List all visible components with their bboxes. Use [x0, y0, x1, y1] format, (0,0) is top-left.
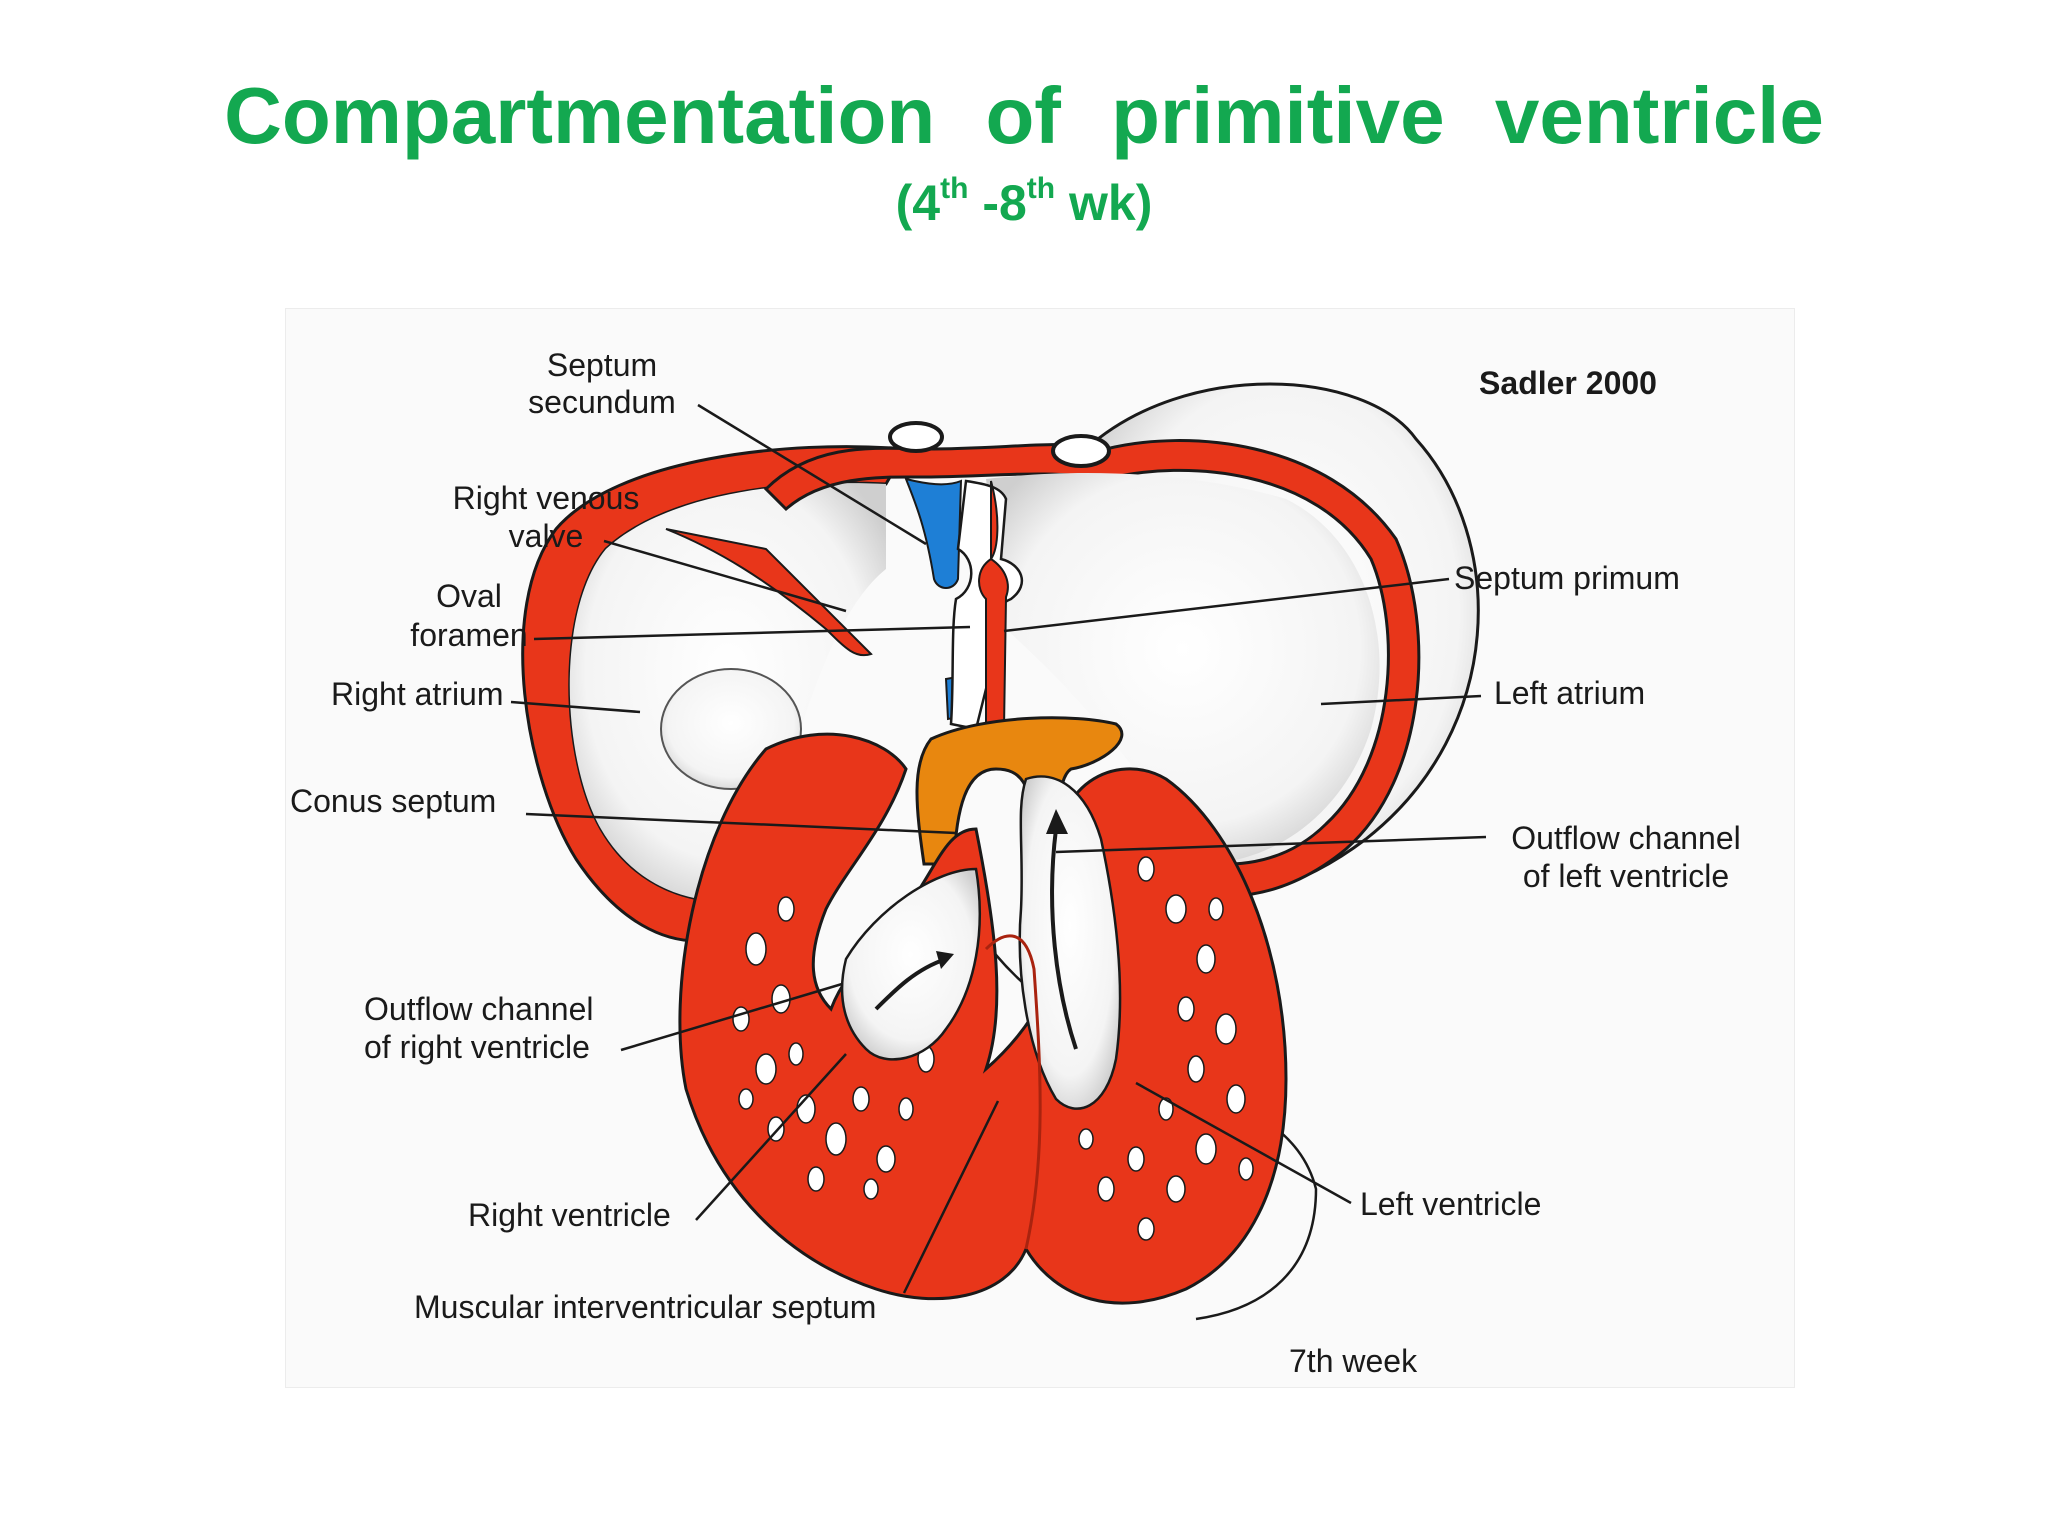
label-conus-septum: Conus septum: [290, 783, 496, 819]
leader-septum-primum: [1003, 577, 1450, 633]
label-right-ventricle: Right ventricle: [468, 1197, 671, 1233]
vessel-opening-1: [888, 421, 944, 453]
muscular-interventricular-septum: [984, 934, 1042, 1250]
label-right-venous-valve-line1: Right venous: [453, 480, 640, 516]
leader-conus-septum: [525, 812, 957, 835]
left-ventricle-trabeculae: [1078, 856, 1254, 1241]
slide-title: Compartmentation of primitive ventricle: [224, 71, 1824, 160]
leader-outflow-right: [620, 982, 843, 1052]
label-outflow-left-line1: Outflow channel: [1511, 820, 1740, 856]
left-outflow-arrowhead: [1046, 809, 1068, 834]
leader-outflow-left: [1055, 835, 1487, 854]
stage-label: 7th week: [1289, 1343, 1418, 1379]
vessel-opening-2: [1051, 434, 1111, 468]
leader-septum-secundum: [697, 403, 927, 546]
label-muscular-septum: Muscular interventricular septum: [414, 1289, 876, 1325]
label-septum-primum: Septum primum: [1454, 560, 1680, 596]
right-outflow-arrow: [874, 957, 947, 1011]
label-left-atrium: Left atrium: [1494, 675, 1645, 711]
heart-diagram-figure: Sadler 2000 Septum secundum Right venous…: [285, 308, 1795, 1388]
subtitle-close: wk): [1055, 175, 1153, 231]
heart-diagram: Sadler 2000 Septum secundum Right venous…: [290, 347, 1741, 1379]
label-outflow-right-line1: Outflow channel: [364, 991, 593, 1027]
label-septum-secundum-line1: Septum: [547, 347, 657, 383]
label-outflow-left-line2: of left ventricle: [1523, 858, 1729, 894]
septum-secundum: [904, 477, 963, 589]
leader-oval-foramen: [533, 625, 971, 641]
leader-right-venous-valve: [603, 539, 847, 613]
left-outflow-channel: [1018, 775, 1122, 1110]
subtitle-sup-2: th: [1026, 172, 1056, 205]
label-septum-secundum-line2: secundum: [528, 384, 676, 420]
subtitle-sup-1: th: [940, 172, 969, 205]
leader-lines: [510, 403, 1487, 1294]
right-venous-valve: [665, 528, 873, 657]
slide-subtitle: (4th -8th wk): [0, 172, 2048, 232]
label-oval-foramen-line2: foramen: [410, 617, 527, 653]
label-outflow-right-line2: of right ventricle: [364, 1029, 590, 1065]
label-right-atrium: Right atrium: [331, 676, 504, 712]
label-right-venous-valve-line2: valve: [509, 518, 584, 554]
left-outflow-arrow: [1050, 828, 1078, 1050]
subtitle-mid: -8: [968, 175, 1027, 231]
left-atrium-cavity: [986, 473, 1380, 865]
leader-left-ventricle: [1135, 1081, 1352, 1205]
right-outflow-channel: [840, 867, 981, 1061]
right-outflow-arrowhead: [936, 951, 954, 969]
ventricle-muscle: [678, 732, 1288, 1305]
leader-left-atrium: [1320, 694, 1482, 706]
label-oval-foramen-line1: Oval: [436, 578, 502, 614]
septum-primum: [978, 480, 1009, 730]
subtitle-open: (4: [895, 175, 941, 231]
leader-right-atrium: [510, 700, 641, 714]
leader-muscular-septum: [902, 1100, 1000, 1294]
credit-label: Sadler 2000: [1479, 365, 1657, 401]
label-left-ventricle: Left ventricle: [1360, 1186, 1541, 1222]
leader-right-ventricle: [695, 1053, 847, 1221]
